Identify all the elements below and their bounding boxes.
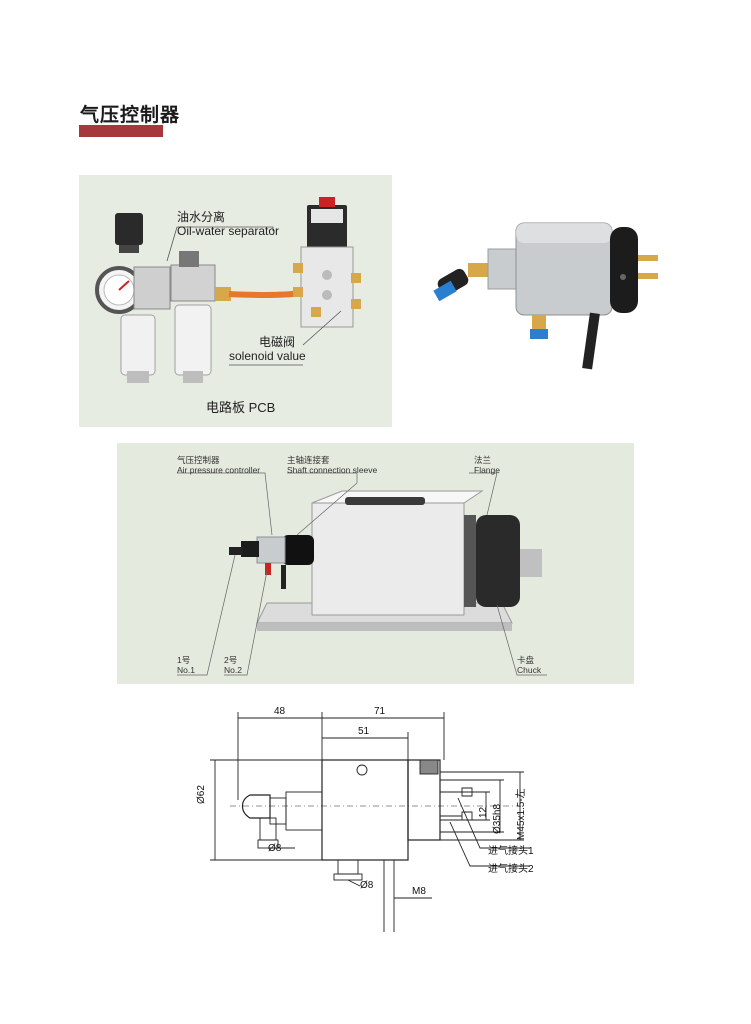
filter-bowl-1 xyxy=(120,314,156,376)
drawing-lines xyxy=(210,712,530,932)
no2-label-cn: 2号 xyxy=(224,655,238,665)
solenoid-label-cn: 电磁阀 xyxy=(259,335,296,349)
regulator-body xyxy=(133,266,171,310)
controller-illustration xyxy=(433,222,658,370)
title-underline xyxy=(79,125,163,137)
technical-drawing: 48 71 51 Ø62 Ø8 Ø8 M8 12 Ø35h8 M45x1.5-左… xyxy=(196,700,560,940)
separator-body xyxy=(170,264,216,302)
filter-bowl-2 xyxy=(174,304,212,376)
separator-label-en: Oil-water separator xyxy=(177,224,280,238)
controller-photo xyxy=(420,193,695,383)
solenoid-cap xyxy=(319,197,335,207)
dim-m45: M45x1.5-左 xyxy=(516,788,527,840)
separator-label-cn: 油水分离 xyxy=(177,210,226,224)
no2-label-en: No.2 xyxy=(224,665,242,675)
controller-label-en: Air pressure controller xyxy=(177,465,261,475)
controller-label-cn: 气压控制器 xyxy=(177,455,220,465)
solenoid-label-en: solenoid value xyxy=(229,349,306,363)
dim-8-elbow: Ø8 xyxy=(268,843,282,854)
flange-label-en: Flange xyxy=(474,465,500,475)
chuck-label-en: Chuck xyxy=(517,665,542,675)
pcb-photo: 油水分离 Oil-water separator 电磁阀 solenoid va… xyxy=(79,175,392,427)
chuck-label-cn: 卡盘 xyxy=(517,655,535,665)
dim-71: 71 xyxy=(374,706,386,717)
dim-62: Ø62 xyxy=(196,785,207,804)
page-title: 气压控制器 xyxy=(80,104,181,126)
inlet-1-label: 进气接头1 xyxy=(488,846,534,857)
pcb-caption: 电路板 PCB xyxy=(206,400,276,415)
dim-8-bottom: Ø8 xyxy=(360,880,374,891)
air-hose xyxy=(228,290,302,298)
regulator-knob xyxy=(115,213,143,245)
solenoid-body xyxy=(300,246,354,328)
chuck xyxy=(476,515,520,607)
dim-12: 12 xyxy=(478,806,489,818)
pcb-illustration xyxy=(95,197,361,383)
dim-51: 51 xyxy=(358,726,370,737)
sleeve-label-cn: 主轴连接套 xyxy=(287,455,330,465)
dim-m8: M8 xyxy=(412,886,426,897)
no1-label-cn: 1号 xyxy=(177,655,191,665)
no1-label-en: No.1 xyxy=(177,665,195,675)
assembly-illustration xyxy=(177,472,547,676)
inlet-2-label: 进气接头2 xyxy=(488,864,534,875)
flange-label-cn: 法兰 xyxy=(474,455,492,465)
dim-35: Ø35h8 xyxy=(492,803,503,834)
dim-48: 48 xyxy=(274,706,286,717)
connection-sleeve-box xyxy=(311,502,465,616)
sleeve-label-en: Shaft connection sleeve xyxy=(287,465,378,475)
assembly-photo: 气压控制器 Air pressure controller 主轴连接套 Shaf… xyxy=(117,443,634,684)
